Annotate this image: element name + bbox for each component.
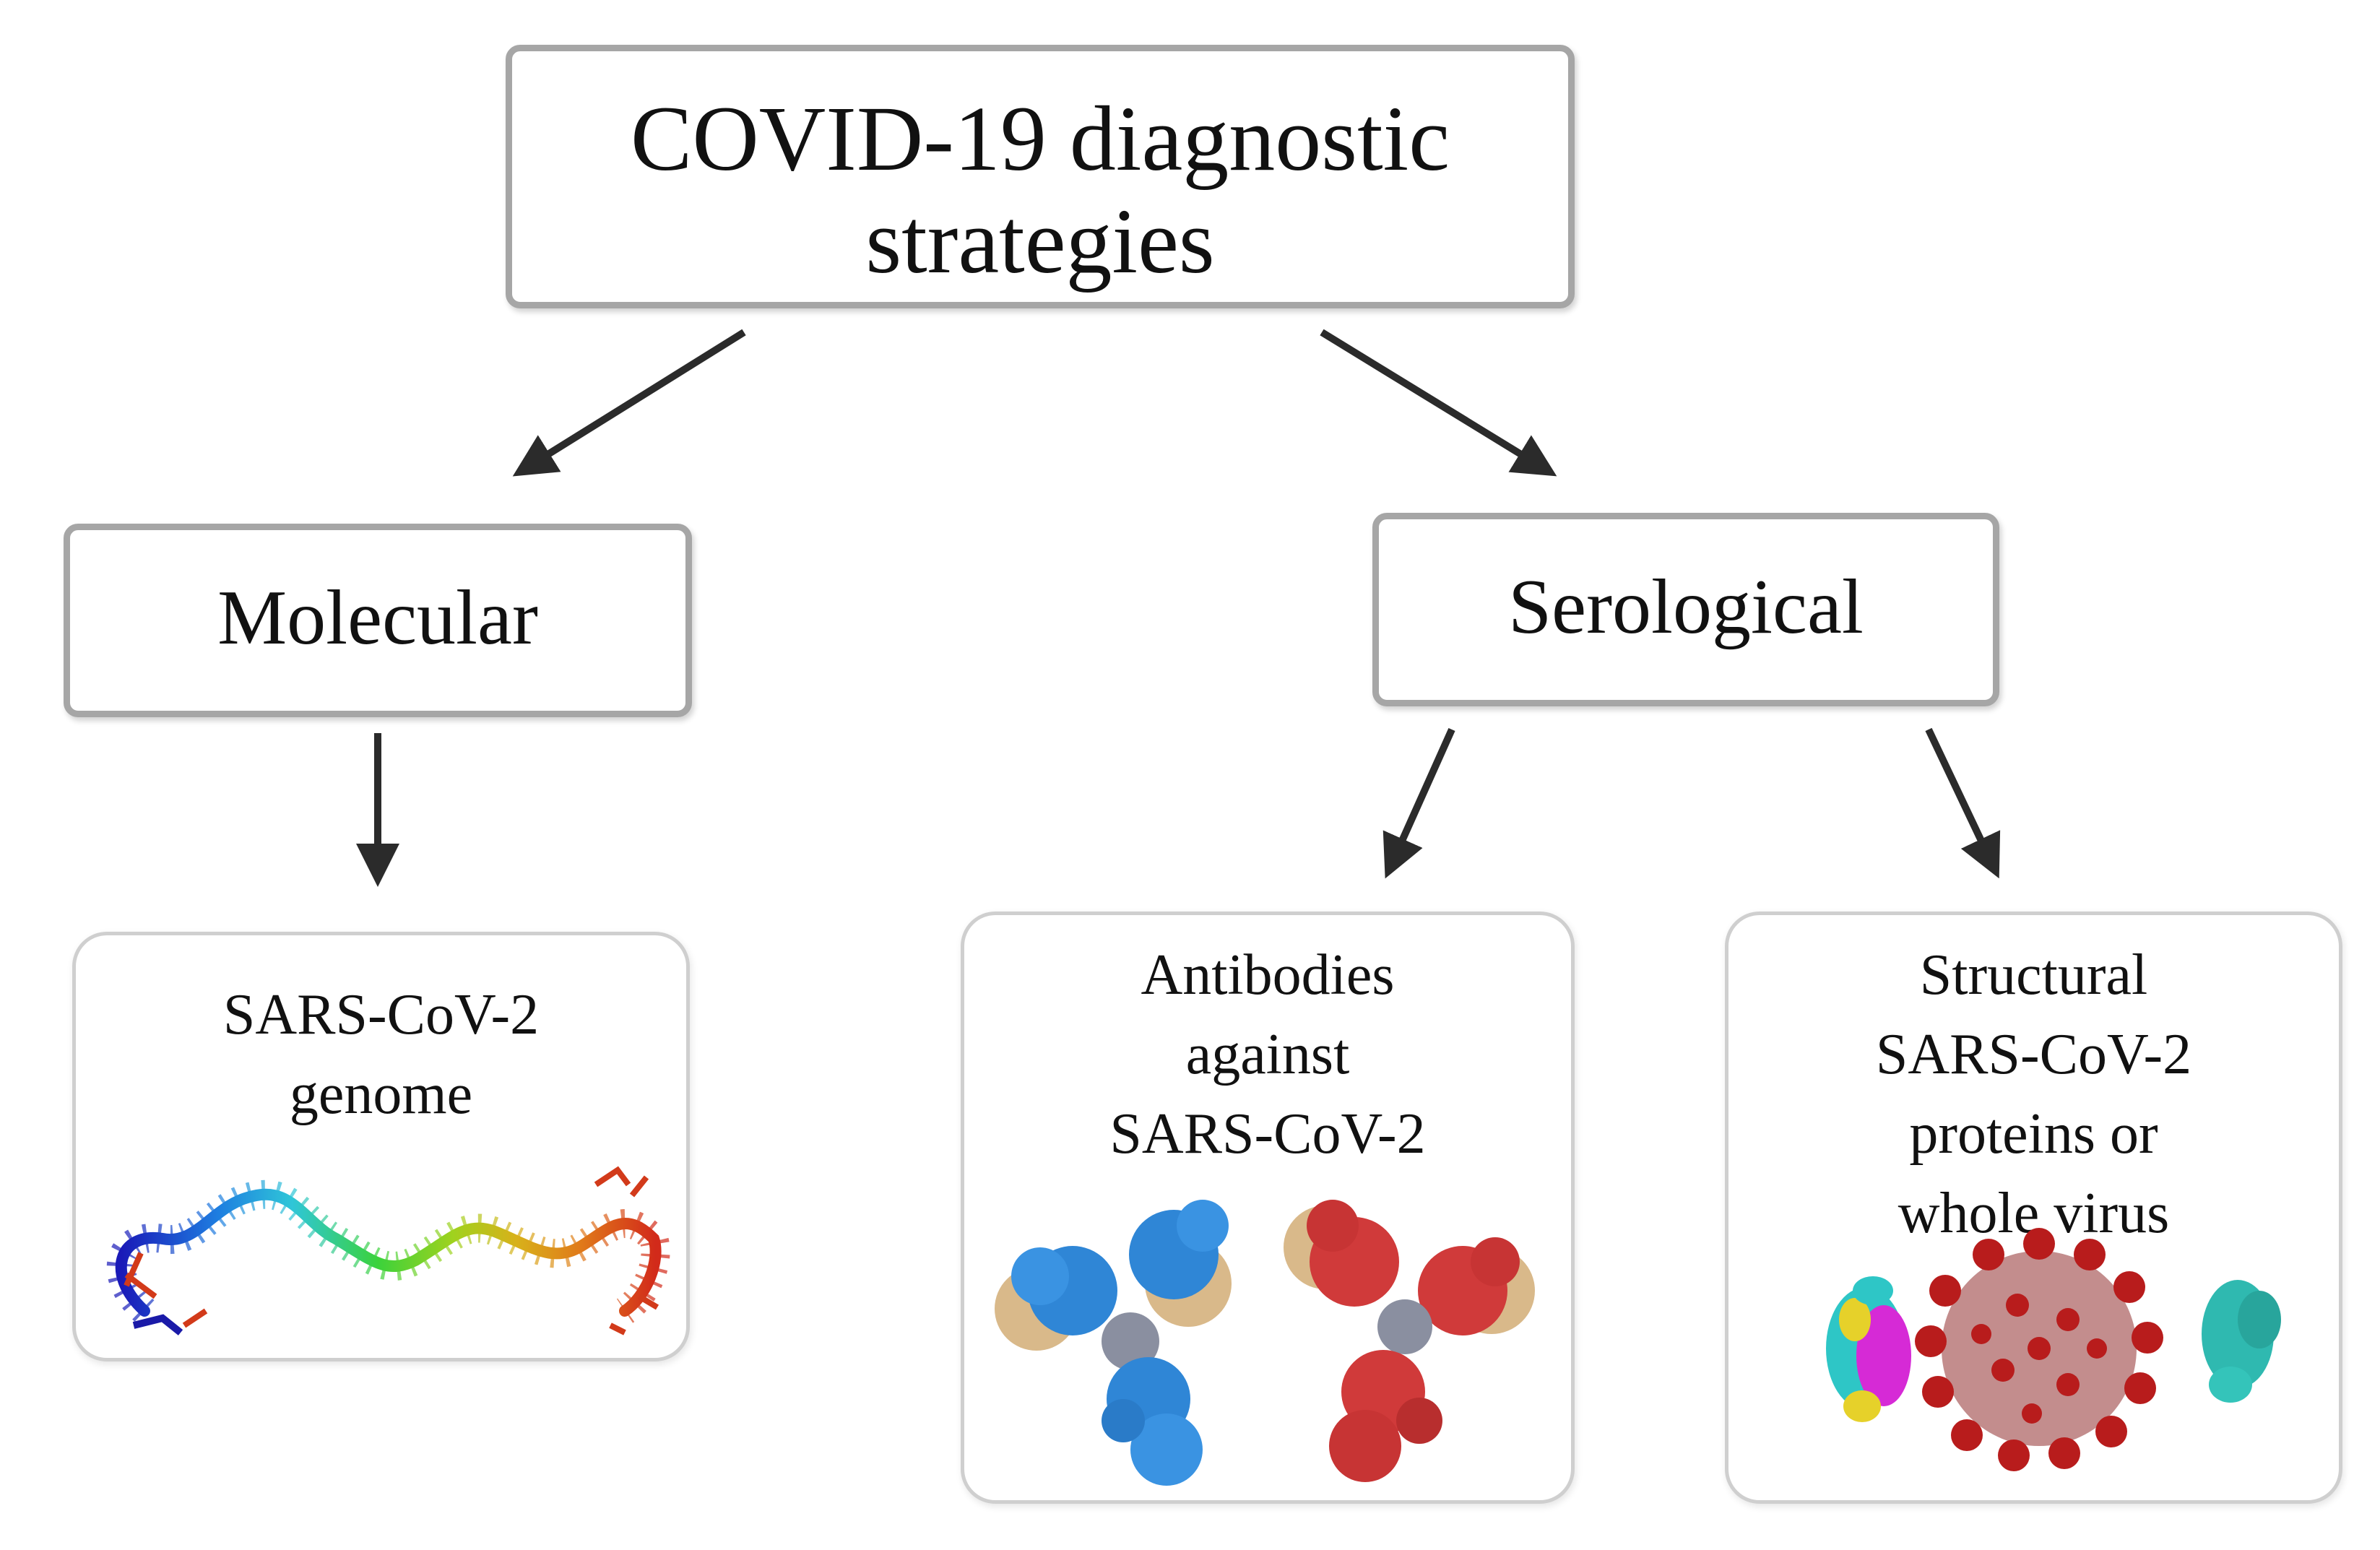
arrow-serological-to-proteins <box>1925 727 2001 879</box>
genome-box: SARS-CoV-2 genome <box>72 932 690 1361</box>
root-box: COVID-19 diagnostic strategies <box>506 45 1575 308</box>
virus-icon <box>1915 1228 2163 1471</box>
antibody-illustration <box>995 1200 1535 1486</box>
arrow-root-to-molecular <box>512 329 746 477</box>
arrow-serological-to-antibodies <box>1382 727 1455 879</box>
serological-box: Serological <box>1372 513 1999 706</box>
virus-protein-illustration <box>1826 1228 2281 1471</box>
proteins-box: Structural SARS-CoV-2 proteins or whole … <box>1725 912 2342 1504</box>
antibodies-label: Antibodies against SARS-CoV-2 <box>1109 943 1426 1166</box>
proteins-label: Structural SARS-CoV-2 proteins or whole … <box>1875 943 2192 1245</box>
antibodies-box: Antibodies against SARS-CoV-2 <box>961 912 1575 1504</box>
arrow-root-to-serological <box>1320 329 1557 477</box>
genome-label: SARS-CoV-2 genome <box>222 983 540 1126</box>
blue-antibody-icon <box>995 1200 1232 1486</box>
molecular-box: Molecular <box>64 524 692 717</box>
spike-protein-icon <box>1826 1276 1911 1422</box>
nucleocapsid-protein-icon <box>2202 1280 2281 1403</box>
root-title: COVID-19 diagnostic strategies <box>630 87 1450 293</box>
red-antibody-icon <box>1284 1200 1535 1482</box>
rna-genome-illustration <box>106 1166 670 1335</box>
serological-label: Serological <box>1508 564 1864 650</box>
molecular-label: Molecular <box>217 575 538 661</box>
